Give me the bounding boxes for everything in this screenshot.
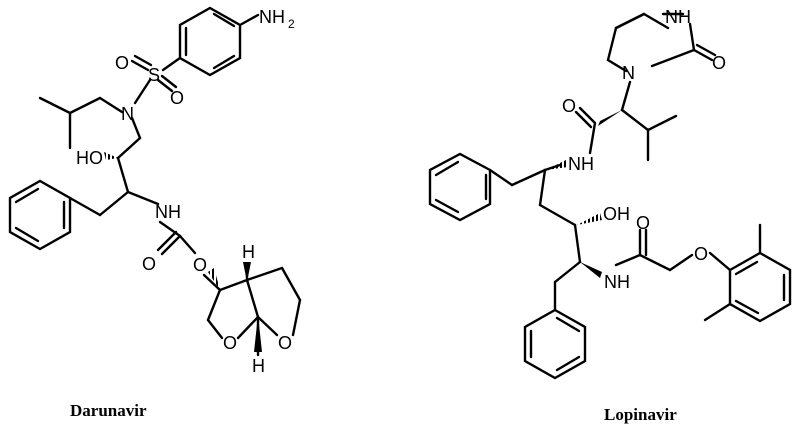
lopinavir-amide-o-label: O xyxy=(562,96,576,116)
lopinavir-amide2-nh-label: NH xyxy=(604,272,630,292)
darunavir-furan-o-left-label: O xyxy=(223,333,237,353)
lopinavir-hydroxyl-label: OH xyxy=(603,204,630,224)
darunavir-sulfonyl-o2-label: O xyxy=(170,88,184,108)
lopinavir-wedge-amide xyxy=(598,110,622,126)
darunavir-caption: Darunavir xyxy=(70,401,147,420)
lopinavir-amide-nh-label: NH xyxy=(568,154,594,174)
darunavir-ester-o-label: O xyxy=(193,255,207,275)
lopinavir-hash-bond-nh xyxy=(546,160,568,170)
darunavir-wedge-h-top xyxy=(243,262,251,282)
darunavir-sulfonyl-o1-label: O xyxy=(115,53,129,73)
darunavir-stereo-h-bottom-label: H xyxy=(252,356,265,376)
darunavir-furan-o-right-label: O xyxy=(278,333,292,353)
darunavir-aniline-ring xyxy=(178,6,242,77)
lopinavir-ring-nh-label: NH xyxy=(665,7,691,27)
darunavir-stereo-h-top-label: H xyxy=(242,242,255,262)
darunavir-hash-bond-oh xyxy=(104,152,118,160)
darunavir-structure xyxy=(8,6,302,357)
lopinavir-ether-o-label: O xyxy=(694,244,708,264)
darunavir-sulfonamide-n-label: N xyxy=(121,104,134,124)
darunavir-hydroxyl-label: HO xyxy=(76,148,103,168)
darunavir-carbamate-nh-label: NH xyxy=(155,202,181,222)
lopinavir-caption: Lopinavir xyxy=(604,405,677,424)
lopinavir-dimethylphenyl-ring xyxy=(728,251,792,323)
lopinavir-upper-phenyl-ring xyxy=(428,152,492,222)
darunavir-carbonyl-o-label: O xyxy=(142,254,156,274)
lopinavir-hash-bond-oh xyxy=(577,213,602,225)
lopinavir-wedge-nh2 xyxy=(580,262,602,278)
darunavir-phenyl-ring xyxy=(8,179,72,251)
darunavir-hash-bond-o xyxy=(208,268,220,290)
darunavir-sulfur-label: S xyxy=(148,65,160,85)
lopinavir-lower-phenyl-ring xyxy=(523,308,587,380)
darunavir-nh2-label: NH xyxy=(259,7,285,27)
lopinavir-ring-n-label: N xyxy=(622,63,635,83)
lopinavir-ring-o-label: O xyxy=(712,53,726,73)
darunavir-nh2-subscript: 2 xyxy=(288,17,295,31)
lopinavir-structure xyxy=(428,12,792,380)
darunavir-wedge-h-bottom xyxy=(254,315,262,352)
lopinavir-amide2-o-label: O xyxy=(636,213,650,233)
